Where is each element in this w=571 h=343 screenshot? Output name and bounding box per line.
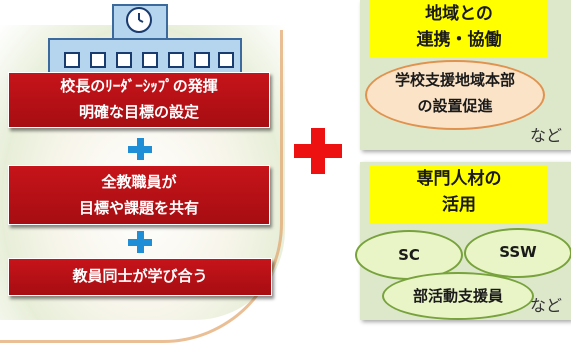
teachers-learn-text: 教員同士が学び合う xyxy=(72,267,208,285)
leadership-line2: 明確な目標の設定 xyxy=(78,103,199,121)
community-title-line2: 連携・協働 xyxy=(416,30,502,50)
leadership-line1: 校長のﾘｰﾀﾞｰｼｯﾌﾟの発揮 xyxy=(60,77,218,95)
staff-share-box: 全教職員が 目標や課題を共有 xyxy=(8,165,270,225)
specialist-title-line2: 活用 xyxy=(442,195,476,215)
club-label: 部活動支援員 xyxy=(412,287,503,305)
window-icon xyxy=(64,52,80,68)
plus-icon xyxy=(128,231,152,253)
club-support-ellipse: 部活動支援員 xyxy=(382,272,534,320)
window-icon xyxy=(116,52,132,68)
red-plus-icon xyxy=(294,128,342,174)
leadership-box: 校長のﾘｰﾀﾞｰｼｯﾌﾟの発揮 明確な目標の設定 xyxy=(8,72,270,128)
staff-line1: 全教職員が xyxy=(101,173,177,191)
plus-icon xyxy=(128,138,152,160)
support-hq-ellipse: 学校支援地域本部 の設置促進 xyxy=(365,60,545,130)
ssw-label: SSW xyxy=(499,243,537,261)
window-icon xyxy=(168,52,184,68)
window-icon xyxy=(90,52,106,68)
support-hq-line1: 学校支援地域本部 xyxy=(394,71,515,89)
community-title-line1: 地域との xyxy=(425,4,493,24)
window-icon xyxy=(142,52,158,68)
support-hq-line2: の設置促進 xyxy=(417,97,493,115)
specialist-title-line1: 専門人材の xyxy=(416,169,502,189)
ssw-ellipse: SSW xyxy=(464,228,571,278)
community-title: 地域との 連携・協働 xyxy=(370,0,548,58)
community-etc: など xyxy=(530,126,563,145)
specialist-title: 専門人材の 活用 xyxy=(370,165,548,223)
window-icon xyxy=(218,52,234,68)
window-icon xyxy=(194,52,210,68)
clock-icon xyxy=(126,7,152,33)
specialist-etc: など xyxy=(530,296,563,315)
staff-line2: 目標や課題を共有 xyxy=(78,199,199,217)
teachers-learn-box: 教員同士が学び合う xyxy=(8,258,272,296)
sc-label: SC xyxy=(398,246,420,264)
